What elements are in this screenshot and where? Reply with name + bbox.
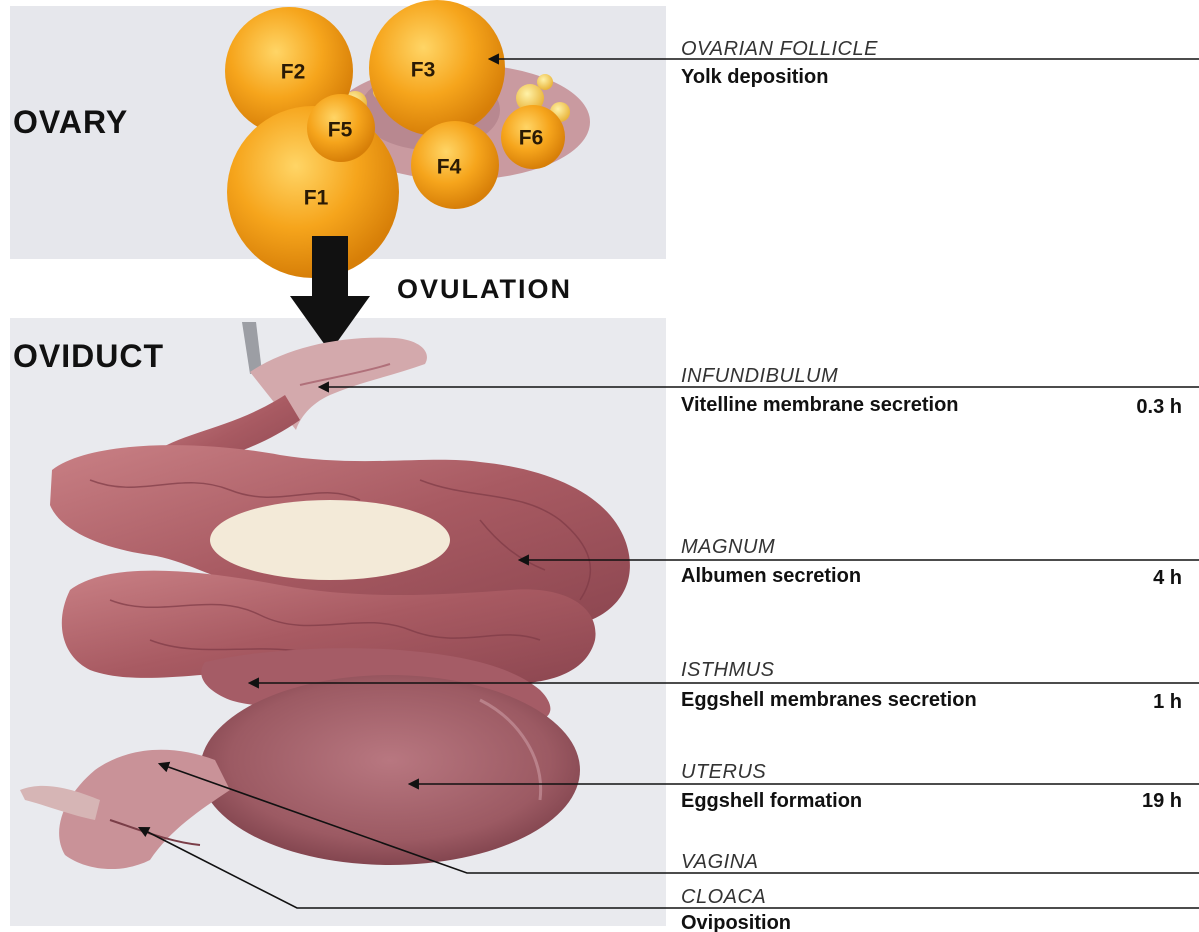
follicle-f3-label: F3 [411,60,436,81]
region-name-infundibulum: INFUNDIBULUM [681,366,838,386]
region-name-vagina: VAGINA [681,852,758,872]
region-desc-isthmus: Eggshell membranes secretion [681,687,1011,713]
follicle-f4-label: F4 [437,157,462,178]
fat-tissue [210,500,450,580]
follicle-f5-label: F5 [328,120,353,141]
region-name-magnum: MAGNUM [681,537,775,557]
region-name-isthmus: ISTHMUS [681,660,775,680]
region-time-isthmus: 1 h [1062,692,1182,712]
region-name-cloaca: CLOACA [681,887,766,907]
follicle-f2-label: F2 [281,62,306,83]
region-desc-cloaca: Oviposition [681,910,791,932]
region-time-infundibulum: 0.3 h [1062,397,1182,417]
region-time-magnum: 4 h [1062,568,1182,588]
region-desc-ovarian-follicle: Yolk deposition [681,64,828,90]
region-desc-uterus: Eggshell formation [681,788,862,814]
region-name-ovarian-follicle: OVARIAN FOLLICLE [681,39,878,59]
ovulation-label: OVULATION [397,276,572,303]
follicle-f3 [369,0,505,136]
oviduct-title: OVIDUCT [13,340,164,372]
region-desc-magnum: Albumen secretion [681,563,861,589]
uterus-tissue [200,675,580,865]
region-name-uterus: UTERUS [681,762,766,782]
ovulation-arrow-shaft [312,236,348,296]
ovary-title: OVARY [13,106,128,138]
region-desc-infundibulum: Vitelline membrane secretion [681,392,991,418]
follicle-f1-label: F1 [304,188,329,209]
follicle-f6-label: F6 [519,128,544,149]
region-time-uterus: 19 h [1062,791,1182,811]
